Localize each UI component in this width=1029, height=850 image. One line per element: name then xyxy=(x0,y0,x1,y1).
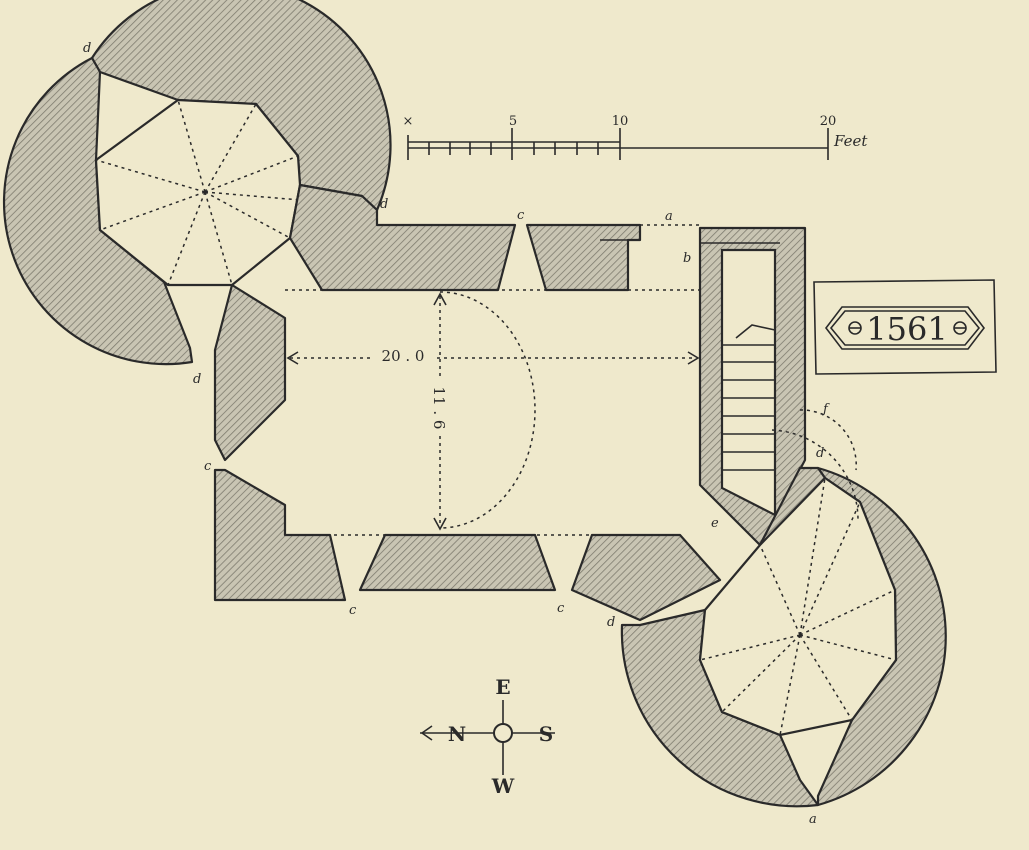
west-wall-south xyxy=(213,468,347,602)
northwest-tower xyxy=(2,0,392,366)
letter-c-south-left: c xyxy=(349,603,357,618)
compass-west: W xyxy=(491,774,515,798)
reference-letters: d d d c a b c c c d d e f a xyxy=(83,41,830,827)
dimension-length: 20 . 0 xyxy=(286,344,700,366)
scale-minor-ticks xyxy=(428,142,599,155)
date-stone-year: 1561 xyxy=(866,310,947,348)
stair-treads xyxy=(722,324,776,471)
scale-unit: Feet xyxy=(833,132,868,150)
compass: E N S W xyxy=(420,675,555,798)
letter-f: f xyxy=(822,402,830,417)
compass-east: E xyxy=(495,675,510,699)
dimension-length-label: 20 . 0 xyxy=(382,347,425,365)
southeast-tower xyxy=(620,409,947,808)
west-wall xyxy=(213,283,287,462)
southeast-tower-room xyxy=(698,476,898,737)
scale-tick-5: 5 xyxy=(509,114,517,129)
scale-tick-20: 20 xyxy=(820,114,837,129)
northwest-tower-vault-lines xyxy=(95,99,301,286)
letter-b: b xyxy=(683,251,691,266)
compass-south: S xyxy=(539,722,553,746)
letter-c-west: c xyxy=(204,459,212,474)
scale-tick-origin: × xyxy=(403,114,414,129)
scale-bar: × 5 10 20 Feet xyxy=(403,114,868,160)
northwest-tower-room xyxy=(94,98,302,287)
southeast-tower-vault-lines xyxy=(699,477,897,736)
north-wall-east xyxy=(525,223,642,292)
dimension-width-label: 11 . 6 xyxy=(430,387,448,430)
letter-a-north: a xyxy=(665,209,673,224)
letter-c-north: c xyxy=(517,208,525,223)
compass-center-ring xyxy=(493,723,513,743)
stair-block xyxy=(698,226,807,547)
letter-e: e xyxy=(711,516,719,531)
north-wall xyxy=(288,183,517,292)
letter-c-south-right: c xyxy=(557,601,565,616)
letter-d-se-left: d xyxy=(607,615,615,630)
letter-d-se-top: d xyxy=(816,446,824,461)
south-wall-east xyxy=(570,533,722,622)
south-wall xyxy=(358,533,557,592)
compass-north: N xyxy=(448,722,466,746)
dimension-width: 11 . 6 xyxy=(428,292,452,531)
letter-d-nw-top: d xyxy=(83,41,91,56)
letter-d-nw-right: d xyxy=(380,197,388,212)
scale-tick-10: 10 xyxy=(612,114,629,129)
date-stone: 1561 xyxy=(813,279,997,375)
letter-d-nw-bottom: d xyxy=(193,372,201,387)
hall-outline xyxy=(285,224,700,536)
letter-a-south: a xyxy=(809,812,817,827)
compass-arrow-icon xyxy=(421,725,433,741)
